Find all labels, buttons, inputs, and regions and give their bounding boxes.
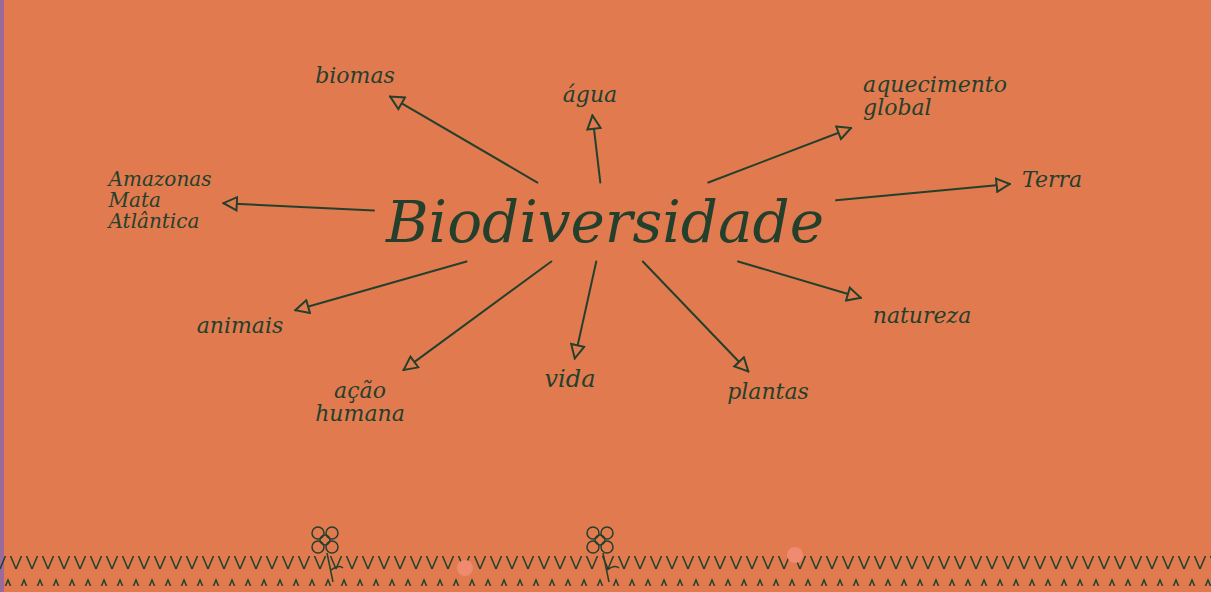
- branch-arrow: [295, 261, 466, 310]
- branch-topic: vida: [539, 364, 602, 395]
- branch-topic: animais: [191, 311, 290, 340]
- branch-topic: Amazonas Mata Atlântica: [103, 166, 218, 235]
- branch-arrow: [390, 97, 537, 183]
- branch-word: biomas: [315, 64, 395, 87]
- branch-topic: aquecimento global: [857, 70, 1013, 122]
- central-word: Biodiversidade: [386, 192, 824, 253]
- branch-word: animais: [197, 314, 284, 337]
- branch-word: Terra: [1022, 168, 1082, 191]
- branch-topic: água: [557, 80, 623, 109]
- branch-arrow: [575, 261, 596, 358]
- branch-arrow: [223, 203, 373, 210]
- flower: [312, 527, 343, 582]
- flower: [587, 527, 619, 582]
- grass-line: [0, 556, 1211, 586]
- branch-arrow: [592, 116, 600, 183]
- branch-arrow: [708, 128, 851, 182]
- branch-word: aquecimento global: [863, 73, 1007, 119]
- branch-word: natureza: [873, 304, 972, 327]
- pin-dot: [787, 547, 803, 563]
- branch-topic: Terra: [1016, 165, 1088, 194]
- edge-strip: [0, 0, 4, 592]
- branch-topic: biomas: [309, 61, 401, 90]
- branch-word: Amazonas Mata Atlântica: [109, 169, 212, 232]
- branch-topic: natureza: [867, 301, 978, 330]
- pin-dot: [457, 560, 473, 576]
- branch-arrow: [643, 261, 748, 371]
- branch-word: vida: [545, 367, 596, 392]
- branch-arrow: [738, 261, 861, 297]
- branch-arrow: [404, 261, 552, 369]
- branch-topic: plantas: [721, 377, 815, 406]
- branch-word: ação humana: [315, 379, 405, 425]
- branch-topic: ação humana: [309, 376, 411, 428]
- branch-word: água: [563, 83, 617, 106]
- branch-word: plantas: [727, 380, 809, 403]
- central-topic: Biodiversidade: [380, 189, 830, 256]
- branch-arrow: [836, 184, 1010, 200]
